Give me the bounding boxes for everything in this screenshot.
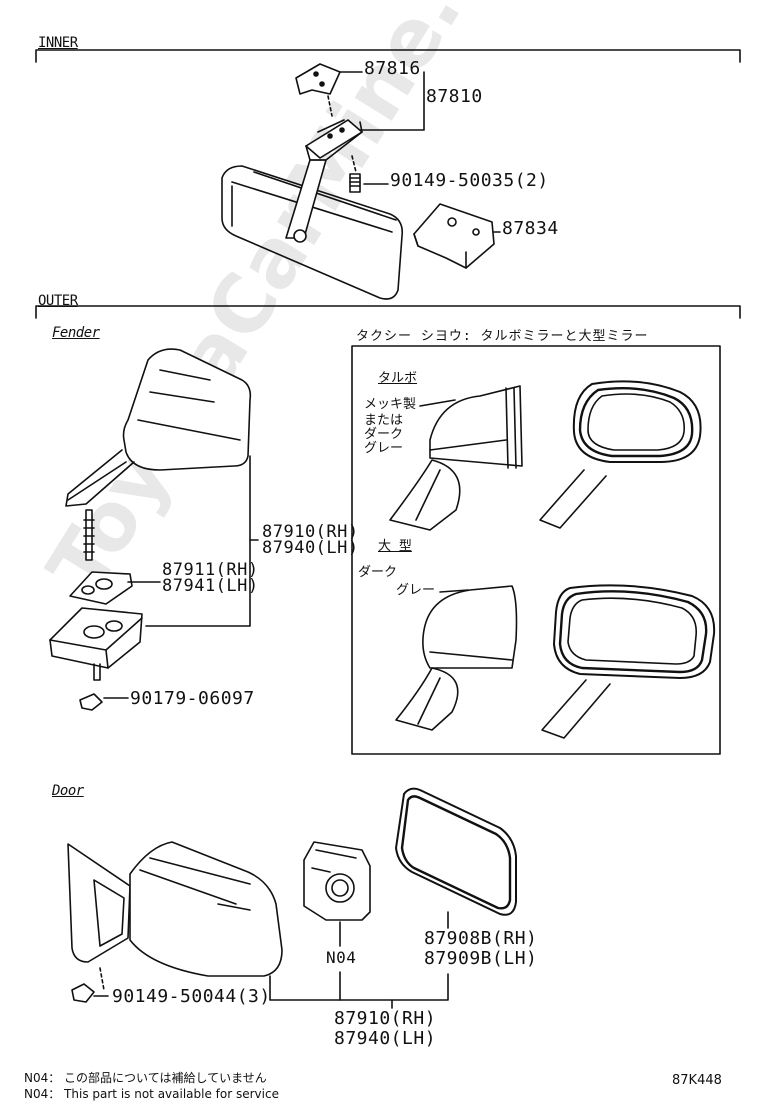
diagram-code: 87K448 — [672, 1073, 722, 1088]
large-mirror-glass-drawing — [541, 584, 716, 739]
clip-87834-drawing — [413, 203, 495, 269]
rear-view-mirror-drawing — [221, 63, 404, 300]
part-number-90149-50035[interactable]: 90149-50035(2) — [390, 170, 549, 191]
part-number-87816[interactable]: 87816 — [364, 58, 421, 79]
door-mirror-glass-drawing — [395, 787, 517, 916]
talbo-mirror-glass-drawing — [539, 380, 702, 529]
inner-section-title: INNER — [38, 35, 78, 51]
part-number-87911-rh[interactable]: 87911(RH) — [162, 560, 259, 580]
part-number-87810[interactable]: 87810 — [426, 86, 483, 107]
door-section-title: Door — [52, 783, 84, 799]
part-number-87834[interactable]: 87834 — [502, 218, 559, 239]
fender-leader-lines — [103, 455, 259, 699]
talbo-grey-label: グレー — [364, 441, 404, 456]
talbo-plated-label: メッキ製 — [364, 397, 417, 412]
large-mirror-dark-label: ダーク — [358, 565, 398, 580]
outer-section-title: OUTER — [38, 293, 78, 309]
fender-section-title: Fender — [52, 325, 100, 341]
taxi-box-title: タクシー シヨウ: タルボミラーと大型ミラー — [356, 329, 649, 344]
fender-mirror-drawing — [49, 348, 252, 711]
part-number-90179-06097[interactable]: 90179-06097 — [130, 688, 255, 709]
large-mirror-label: 大 型 — [378, 539, 412, 554]
part-number-87940-lh[interactable]: 87940(LH) — [262, 538, 359, 558]
part-label-n04[interactable]: N04 — [326, 948, 357, 967]
talbo-label: タルボ — [378, 371, 418, 386]
door-leader-lines — [93, 911, 449, 1009]
outer-section-bracket — [35, 305, 741, 319]
part-number-87909b-lh[interactable]: 87909B(LH) — [424, 948, 538, 969]
talbo-mirror-drawing — [389, 385, 523, 531]
door-mirror-drawing — [67, 841, 283, 1003]
actuator-n04-drawing — [303, 841, 371, 921]
part-number-87908b-rh[interactable]: 87908B(RH) — [424, 928, 538, 949]
part-number-87941-lh[interactable]: 87941(LH) — [162, 576, 259, 596]
part-number-87910-rh[interactable]: 87910(RH) — [262, 522, 359, 542]
large-mirror-grey-label: グレー — [396, 583, 436, 598]
inner-leader-lines — [339, 71, 501, 233]
part-number-90149-50044[interactable]: 90149-50044(3) — [112, 986, 271, 1007]
part-number-87940-lh-door[interactable]: 87940(LH) — [334, 1028, 437, 1049]
large-mirror-drawing — [395, 585, 518, 731]
footnote-japanese: N04： この部品については補給していません — [24, 1071, 267, 1085]
talbo-or-label: または — [364, 413, 404, 428]
talbo-dark-label: ダーク — [364, 427, 404, 442]
footnote-english: N04： This part is not available for serv… — [24, 1087, 279, 1101]
part-number-87910-rh-door[interactable]: 87910(RH) — [334, 1008, 437, 1029]
inner-section-bracket — [35, 49, 741, 63]
